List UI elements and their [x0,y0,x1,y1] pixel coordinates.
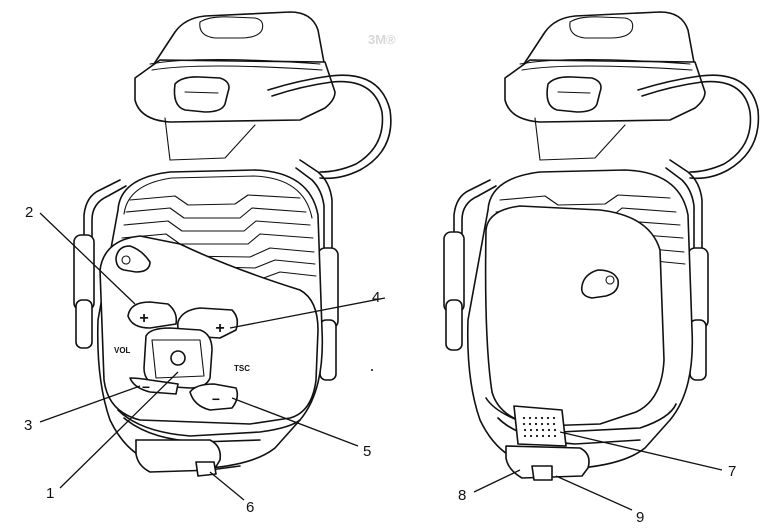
left-battery-tab [135,439,222,477]
faint-mark: 3M® [368,32,396,47]
left-cable-loop [267,74,392,180]
right-earmuff-view: 3M® [368,11,760,511]
svg-text:+: + [139,310,148,327]
right-battery-tab [505,445,590,481]
callout-6: 6 [246,499,254,516]
callout-1: 1 [46,485,54,502]
callout-2: 2 [25,204,33,221]
svg-text:+: + [215,320,224,337]
tsc-minus-button[interactable]: − [189,383,239,411]
power-icon [170,350,186,366]
vol-plus-button[interactable]: + [127,301,178,329]
left-microphone-port [115,245,151,273]
callout-labels: 1 2 3 4 5 6 7 8 9 [24,204,736,526]
callout-8: 8 [458,487,466,504]
callout-7: 7 [728,463,736,480]
vol-label: VOL [114,346,131,355]
callout-3: 3 [24,417,32,434]
right-cable-loop [637,74,760,180]
svg-text:−: − [142,379,150,395]
tsc-label: TSC [234,364,250,373]
left-headband [134,11,336,161]
left-lower-housing [117,409,301,437]
right-battery-cover [484,205,665,427]
left-wire-arm-right [299,159,333,251]
callout-9: 9 [636,509,644,526]
grill-dots [522,416,557,438]
vol-minus-button[interactable]: − [129,377,179,395]
stray-dot [371,369,373,371]
svg-text:−: − [212,391,220,407]
right-leader-lines [473,431,723,511]
power-button[interactable] [143,327,213,389]
left-pivot-left [73,234,95,311]
right-headband [504,11,706,161]
left-earmuff-view: + + − − VOL TSC [39,11,392,501]
callout-4: 4 [372,289,380,306]
left-leader-lines [39,212,386,501]
right-microphone-port [580,269,620,299]
right-grill-plate [513,405,567,447]
callout-5: 5 [363,443,371,460]
left-wire-arm-left [83,179,121,251]
